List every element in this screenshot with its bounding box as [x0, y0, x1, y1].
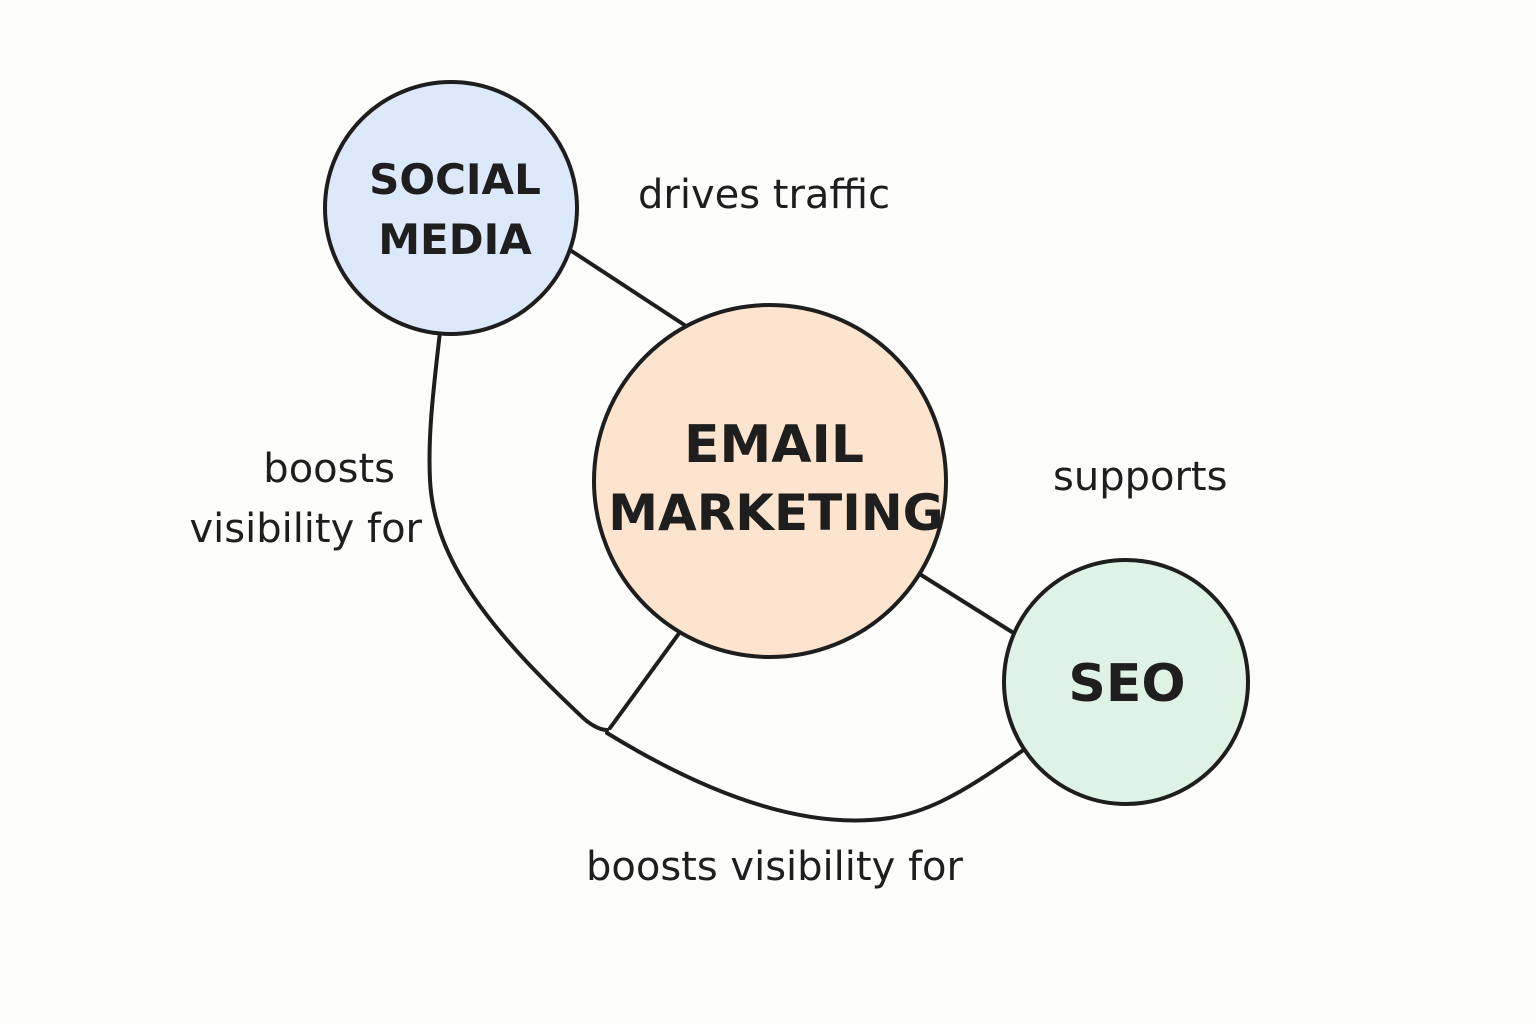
edge-email-to-seo: [916, 571, 1014, 634]
social-media-label-line2: MEDIA: [378, 215, 532, 264]
edge-email-to-junction: [608, 630, 682, 730]
email-marketing-label-line1: EMAIL: [684, 415, 864, 475]
node-seo[interactable]: SEO: [1002, 558, 1250, 806]
social-media-label-line1: SOCIAL: [369, 155, 541, 204]
email-marketing-circle: [592, 303, 948, 659]
edge-label-social-boosts-line1: boosts: [263, 446, 395, 492]
edge-label-supports: supports: [1053, 454, 1227, 500]
edge-social-to-email: [568, 248, 688, 328]
email-marketing-label-line2: MARKETING: [608, 484, 943, 542]
seo-circle: [1002, 558, 1250, 806]
edge-label-seo-boosts: boosts visibility for: [586, 844, 964, 890]
social-media-circle: [323, 80, 579, 336]
edge-social-to-junction: [427, 330, 609, 732]
edge-label-drives-traffic: drives traffic: [638, 172, 890, 218]
edge-junction-to-seo: [605, 731, 1024, 823]
node-social-media[interactable]: SOCIAL MEDIA: [323, 80, 579, 336]
edge-label-social-boosts-line2: visibility for: [189, 506, 422, 552]
seo-label: SEO: [1068, 654, 1185, 714]
node-email-marketing[interactable]: EMAIL MARKETING: [592, 303, 948, 659]
